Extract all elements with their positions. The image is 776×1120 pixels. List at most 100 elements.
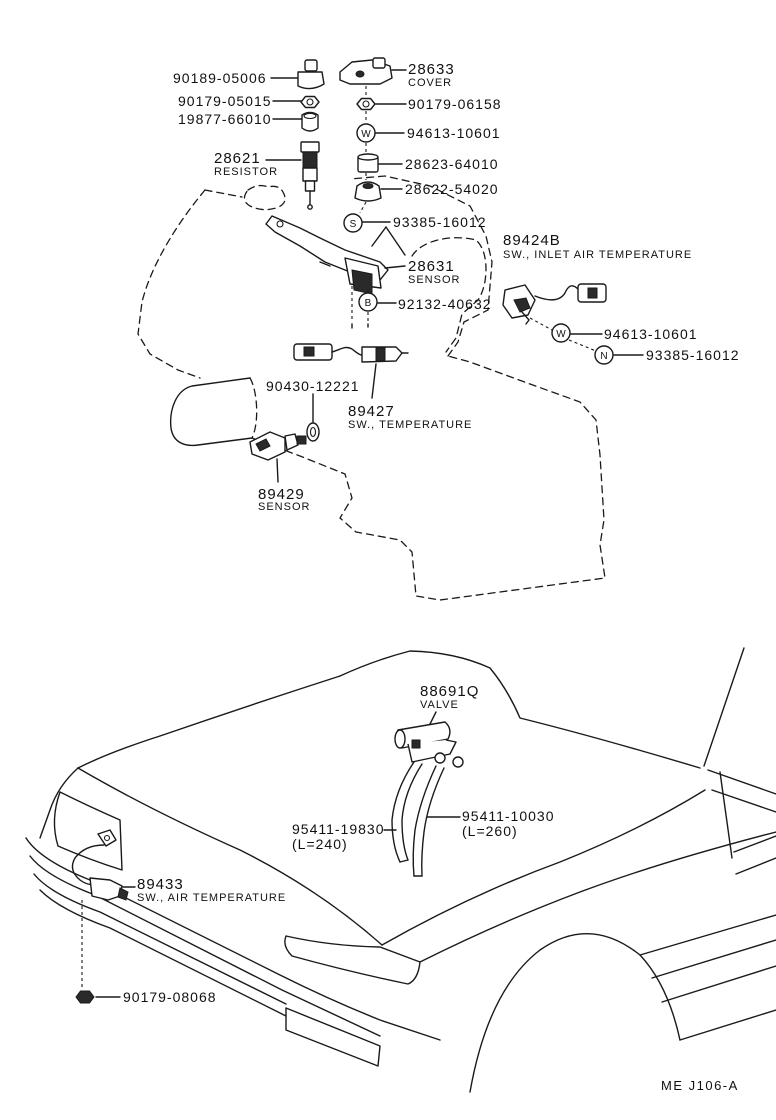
transmission-outline	[251, 355, 606, 601]
part-19877-66010	[301, 111, 319, 132]
part-90430-12221-gasket	[306, 422, 320, 442]
body-side-lines	[639, 914, 776, 1041]
hose-wall	[391, 761, 415, 863]
resistor-neck	[304, 180, 316, 192]
switch-body	[89, 877, 123, 901]
callout-number: 90189-05006	[173, 70, 267, 86]
headlight-left	[53, 791, 123, 871]
part-94613-10601-lower: W	[551, 323, 571, 343]
bumper-line-3	[33, 873, 287, 1005]
valve-port	[452, 756, 464, 768]
callout-number: 94613-10601	[407, 125, 501, 141]
vehicle-callout-labels: 88691Q VALVE 95411-10030 (L=260) 95411-1…	[123, 683, 554, 1005]
screw-symbol: S	[350, 219, 357, 230]
cap-body	[297, 71, 325, 90]
nut-hole	[362, 100, 370, 108]
fender-crease	[419, 831, 776, 963]
grommet-body	[354, 181, 382, 202]
engine-outline-left	[137, 189, 206, 379]
switch-bracket	[97, 829, 117, 847]
sleeve-top	[357, 153, 379, 161]
callout-name: SW., INLET AIR TEMPERATURE	[503, 249, 692, 261]
callout-number: 28622-54020	[405, 181, 499, 197]
callout-number: 95411-19830	[292, 821, 384, 837]
callout-note: (L=240)	[292, 836, 348, 852]
windshield-pillar	[703, 647, 745, 767]
switch-hex	[375, 347, 386, 362]
valve-end	[394, 729, 406, 749]
part-95411-10030-hose	[412, 765, 445, 877]
bracket-hole	[276, 220, 284, 228]
resistor-body	[302, 167, 318, 182]
engine-outline-top-left	[204, 189, 243, 198]
callout-number: 95411-10030	[462, 808, 554, 824]
nut-icon	[75, 990, 95, 1004]
bolt-symbol-circle	[358, 292, 378, 312]
part-94613-10601-upper: W	[356, 123, 376, 143]
screw-symbol-circle	[343, 213, 363, 233]
door-lines	[733, 835, 776, 875]
bushing-top	[303, 112, 317, 120]
bushing-body	[301, 111, 319, 132]
hose-wall	[412, 765, 437, 877]
callout-name: RESISTOR	[214, 166, 278, 178]
sensor-hex	[284, 433, 299, 451]
callout-note: (L=260)	[462, 823, 518, 839]
callout-number: 28633	[408, 61, 455, 78]
gasket-outer	[306, 422, 320, 442]
cover-hole	[355, 70, 365, 78]
front-corner	[39, 767, 79, 839]
nut-icon	[356, 97, 376, 111]
valve-connector	[411, 739, 421, 749]
bolt-tips	[351, 323, 369, 329]
bumper-line-4	[39, 889, 287, 1017]
switch-thread	[117, 887, 129, 901]
callout-name: SW., TEMPERATURE	[348, 419, 472, 431]
callout-number: 89433	[137, 876, 184, 893]
sensor-thread	[296, 435, 307, 445]
bracket-foot	[319, 261, 331, 267]
sensor-connector	[351, 269, 373, 295]
nut-icon	[300, 95, 320, 109]
callout-name: COVER	[408, 77, 452, 89]
callout-number: 88691Q	[420, 683, 479, 700]
washer-symbol-circle	[356, 123, 376, 143]
hose-wall	[421, 767, 445, 877]
switch-hex	[513, 297, 531, 313]
intake-outline	[411, 237, 487, 353]
callout-name: VALVE	[420, 699, 459, 711]
cap-outline	[243, 184, 286, 211]
callout-number: 89424B	[503, 232, 561, 249]
cap-knob	[304, 59, 318, 72]
part-28631-sensor	[265, 215, 389, 295]
callout-name: SENSOR	[408, 274, 460, 286]
part-89429-sensor	[249, 431, 307, 461]
connector-latch	[303, 346, 315, 357]
valve-port	[434, 752, 446, 764]
leader-line	[384, 265, 406, 269]
callout-number: 90179-05015	[178, 93, 272, 109]
resistor-hex	[300, 141, 320, 153]
callout-number: 28631	[408, 258, 455, 275]
hood-left-edge	[77, 675, 341, 769]
washer-symbol: W	[361, 129, 371, 140]
connector-latch	[255, 438, 271, 452]
callout-number: 28621	[214, 150, 261, 167]
drawing-code: ME J106-A	[661, 1078, 739, 1093]
washer-symbol-circle	[551, 323, 571, 343]
engine-callout-labels: 90189-05006 90179-05015 19877-66010 2862…	[173, 61, 739, 513]
part-28623-64010	[357, 153, 379, 173]
leader-line	[371, 363, 377, 399]
callout-number: 90179-06158	[408, 96, 502, 112]
connector-latch	[587, 287, 598, 299]
part-89424b-switch	[502, 283, 607, 325]
switch-wire	[534, 285, 579, 301]
part-28622-54020	[354, 181, 382, 202]
bellhousing-outline	[169, 377, 253, 447]
hood-right-edge	[381, 789, 706, 946]
resistor-thread	[302, 151, 318, 169]
part-90179-08068	[75, 990, 95, 1004]
engine-leader-lines	[265, 69, 644, 483]
nut-symbol-circle	[594, 345, 614, 365]
